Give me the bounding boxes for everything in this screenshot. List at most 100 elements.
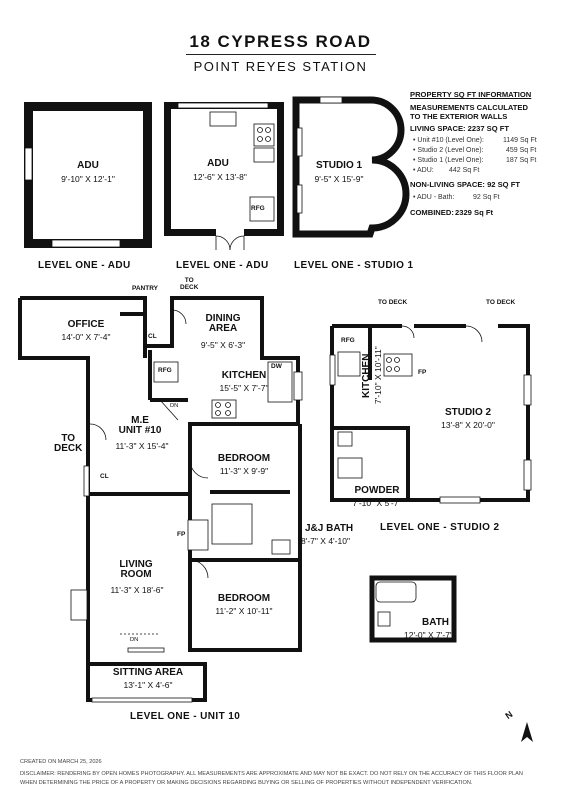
adu1-room-name: ADU [77, 160, 99, 171]
measure-line2: TO THE EXTERIOR WALLS [410, 112, 508, 121]
page-title: 18 CYPRESS ROAD [189, 32, 372, 51]
powder-dims: 7'-10" X 5'-7" [352, 498, 402, 508]
bedroom1-dims: 11'-3" X 9'-9" [219, 466, 269, 476]
studio2-level-label: LEVEL ONE - STUDIO 2 [380, 522, 500, 533]
sqft-heading: PROPERTY SQ FT INFORMATION [410, 90, 532, 99]
living-space-label: LIVING SPACE: 2237 SQ FT [410, 124, 510, 133]
studio1-room-name: STUDIO 1 [315, 160, 363, 171]
adu2-level-label: LEVEL ONE - ADU [176, 260, 269, 271]
combined-value: 2329 Sq Ft [455, 208, 493, 217]
disclaimer-line2: WHEN DETERMINING THE PRICE OF A PROPERTY… [20, 780, 473, 786]
adu1-level-label: LEVEL ONE - ADU [38, 260, 131, 271]
master-unit10-name: M.E UNIT #10 [118, 415, 162, 436]
master-unit10-dims: 11'-3" X 15'-4" [115, 441, 169, 451]
adu2-window-top [177, 102, 269, 109]
to-deck-left-label: TO DECK [54, 433, 83, 454]
bath-dims: 12'-0" X 7'-7" [404, 630, 453, 640]
living-room-name: LIVING ROOM [119, 559, 153, 580]
sqft-value-adu-bath: 92 Sq Ft [473, 194, 500, 201]
studio1-walls [292, 96, 410, 238]
studio2-fp-label: FP [418, 369, 427, 376]
sqft-item-unit10: • Unit #10 (Level One): [413, 137, 484, 144]
adu2-stove [253, 123, 275, 147]
sqft-value-adu: 442 Sq Ft [449, 167, 480, 174]
powder-name: POWDER [354, 485, 400, 496]
adu2-counter [253, 147, 275, 163]
jj-shower [211, 503, 253, 545]
jj-bath-name: J&J BATH [305, 523, 354, 534]
pantry-label: PANTRY [132, 285, 158, 292]
dining-room-dims: 9'-5" X 6'-3" [200, 340, 246, 350]
living-bay-window [70, 589, 88, 621]
page-subtitle: POINT REYES STATION [193, 59, 368, 74]
dw-label: DW [271, 363, 282, 370]
adu1-room-dims: 9'-10" X 12'-1" [61, 174, 115, 184]
adu2-rfg-box [249, 196, 275, 222]
dn-label-kitchen: DN [170, 403, 179, 409]
fp-hearth [187, 519, 209, 551]
to-deck-top-label: TO DECK [180, 277, 199, 291]
adu2-rfg-label: RFG [251, 205, 265, 212]
powder-toilet [337, 431, 353, 447]
bedroom1-name: BEDROOM [217, 453, 271, 464]
measure-line1: MEASUREMENTS CALCULATED [410, 103, 528, 112]
jj-sink [271, 539, 291, 555]
disclaimer-line1: DISCLAIMER: RENDERING BY OPEN HOMES PHOT… [20, 771, 523, 777]
sqft-item-adu-bath: • ADU - Bath: [413, 194, 455, 201]
studio1-room-dims: 9'-5" X 15'-9" [314, 174, 364, 184]
studio2-to-deck-1: TO DECK [378, 299, 408, 306]
adu1-window-left [24, 147, 33, 181]
adu1-wall-top [24, 102, 152, 111]
studio2-walls [330, 324, 530, 502]
sqft-item-studio1: • Studio 1 (Level One): [413, 157, 484, 164]
sqft-value-unit10: 1149 Sq Ft [503, 137, 537, 144]
kitchen-rfg-box [153, 361, 179, 383]
bath-name: BATH [422, 617, 450, 628]
bath-walls [369, 575, 457, 643]
cl-label-office: CL [148, 333, 157, 340]
studio2-room-name: STUDIO 2 [444, 407, 492, 418]
kitchen-rfg-label: RFG [158, 367, 172, 374]
studio1-level-label: LEVEL ONE - STUDIO 1 [294, 260, 414, 271]
cl-label-master: CL [100, 473, 109, 480]
studio2-rfg-label: RFG [341, 337, 355, 344]
nonliving-space-label: NON-LIVING SPACE: 92 SQ FT [410, 180, 520, 189]
sqft-item-studio2: • Studio 2 (Level One): [413, 147, 484, 154]
powder-sink [337, 457, 363, 479]
sitting-area-dims: 13'-1" X 4'-6" [123, 680, 173, 690]
title-divider [186, 54, 376, 55]
created-date: CREATED ON MARCH 25, 2026 [20, 759, 102, 765]
dining-room-name: DINING AREA [205, 313, 241, 334]
office-room-dims: 14'-0" X 7'-4" [61, 332, 111, 342]
bedroom2-dims: 11'-2" X 10'-11" [215, 606, 273, 616]
unit10-level-label: LEVEL ONE - UNIT 10 [130, 711, 241, 722]
adu2-room-name: ADU [207, 158, 229, 169]
fp-label-unit10: FP [177, 531, 186, 538]
bath-tub [375, 581, 417, 603]
office-room-name: OFFICE [67, 319, 105, 330]
sqft-value-studio2: 459 Sq Ft [506, 147, 537, 154]
living-room-dims: 11'-3" X 18'-6" [110, 585, 164, 595]
combined-label: COMBINED: [410, 208, 454, 217]
sqft-item-adu: • ADU: [413, 167, 434, 174]
adu2-sink [209, 111, 237, 127]
sqft-value-studio1: 187 Sq Ft [506, 157, 537, 164]
studio2-rfg-box [337, 351, 361, 377]
kitchen-dw [267, 361, 293, 403]
dn-label-sitting: DN [130, 637, 139, 643]
studio2-room-dims: 13'-8" X 20'-0" [441, 420, 495, 430]
studio2-to-deck-2: TO DECK [486, 299, 516, 306]
adu1-window-bottom [51, 239, 121, 248]
adu1-wall-right [143, 102, 152, 248]
adu2-room-dims: 12'-6" X 13'-8" [193, 172, 247, 182]
sitting-area-name: SITTING AREA [112, 667, 184, 678]
bath-toilet [377, 611, 391, 627]
kitchen-room-dims: 15'-5" X 7'-7" [219, 383, 269, 393]
kitchen-room-name: KITCHEN [221, 370, 267, 381]
jj-bath-dims: 8'-7" X 4'-10" [301, 536, 350, 546]
bedroom2-name: BEDROOM [217, 593, 271, 604]
kitchen-stove [211, 399, 237, 419]
